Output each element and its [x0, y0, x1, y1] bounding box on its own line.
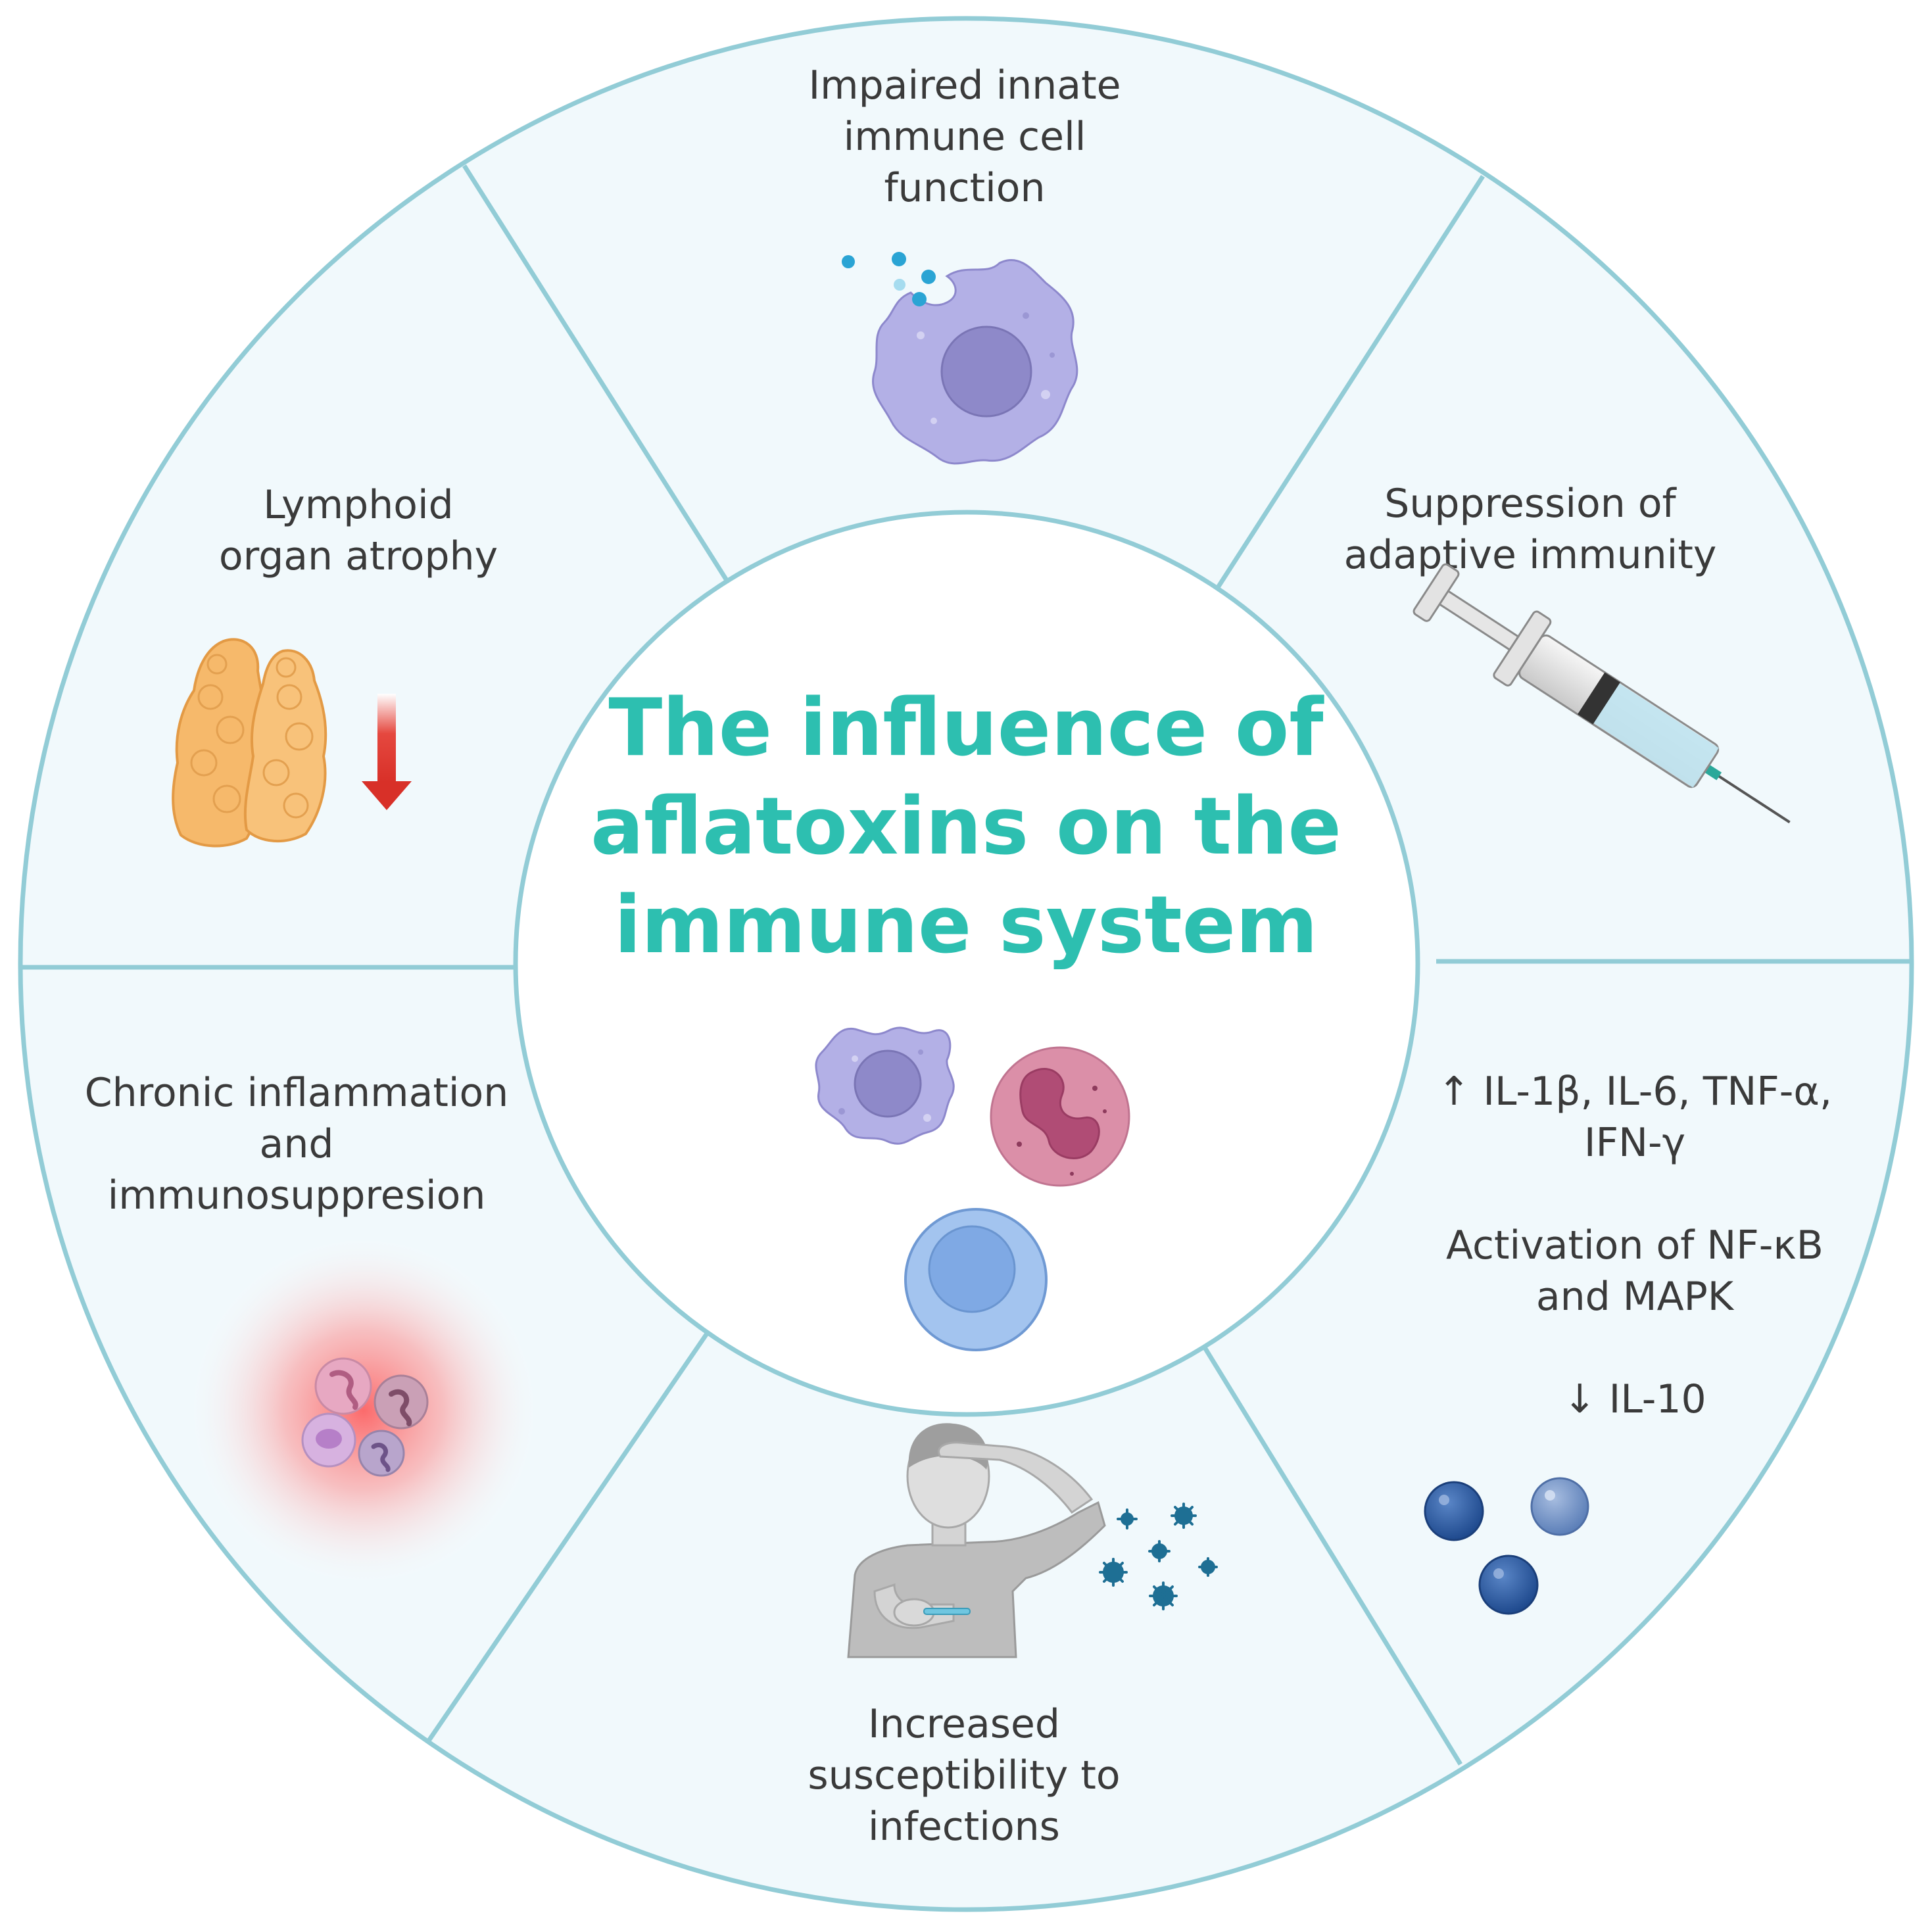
segment-bottom-line-1: Increased: [868, 1701, 1060, 1747]
thymus-icon: [172, 638, 327, 848]
syringe-icon: [1413, 563, 1791, 824]
segment-upper-left-line-2: organ atrophy: [219, 533, 498, 579]
segment-suppression-adaptive: Suppression of adaptive immunity: [1344, 481, 1717, 578]
segment-bottom-line-2: susceptibility to: [808, 1752, 1120, 1798]
macrophage-icon: [815, 1026, 955, 1145]
inflamed-cells-icon: [186, 1233, 541, 1588]
segment-upper-right-line-2: adaptive immunity: [1344, 532, 1717, 578]
segment-infections: Increased susceptibility to infections: [808, 1701, 1120, 1850]
segment-lower-right-line-4: and MAPK: [1536, 1274, 1735, 1320]
segment-lower-right-line-5: ↓ IL-10: [1563, 1376, 1706, 1422]
cytokine-spheres-icon: [1424, 1477, 1589, 1615]
segment-lower-left-line-1: Chronic inflammation: [85, 1070, 509, 1116]
segment-top-line-2: immune cell: [844, 114, 1086, 160]
title-line-3: immune system: [614, 880, 1318, 971]
title-line-1: The influence of: [608, 683, 1324, 774]
decrease-arrow-icon: [362, 694, 412, 810]
phagocytosing-macrophage-icon: [842, 252, 1078, 465]
segment-top-line-1: Impaired innate: [808, 62, 1121, 108]
sick-person-icon: [847, 1423, 1218, 1658]
segment-lower-right-line-3: Activation of NF-κB: [1446, 1222, 1823, 1268]
segment-upper-left-line-1: Lymphoid: [263, 482, 453, 528]
lymphocyte-icon: [904, 1208, 1048, 1351]
segment-lymphoid-atrophy: Lymphoid organ atrophy: [219, 482, 498, 579]
center-circle: [513, 510, 1420, 1417]
segment-cytokines: ↑ IL-1β, IL-6, TNF-α, IFN-γ Activation o…: [1437, 1069, 1832, 1422]
segment-lower-right-line-1: ↑ IL-1β, IL-6, TNF-α,: [1437, 1069, 1832, 1115]
segment-lower-left-line-3: immunosuppresion: [108, 1172, 486, 1218]
segment-upper-right-line-1: Suppression of: [1384, 481, 1677, 527]
neutrophil-icon: [990, 1046, 1130, 1187]
segment-impaired-innate: Impaired innate immune cell function: [808, 62, 1121, 211]
title-line-2: aflatoxins on the: [591, 781, 1341, 873]
segment-bottom-line-3: infections: [868, 1804, 1060, 1850]
center-title: The influence of aflatoxins on the immun…: [591, 683, 1341, 971]
segment-dividers: [20, 164, 1910, 1766]
segment-lower-right-line-2: IFN-γ: [1584, 1120, 1685, 1166]
segment-chronic-inflammation: Chronic inflammation and immunosuppresio…: [85, 1070, 509, 1218]
segment-lower-left-line-2: and: [260, 1121, 334, 1167]
segment-top-line-3: function: [884, 165, 1045, 211]
